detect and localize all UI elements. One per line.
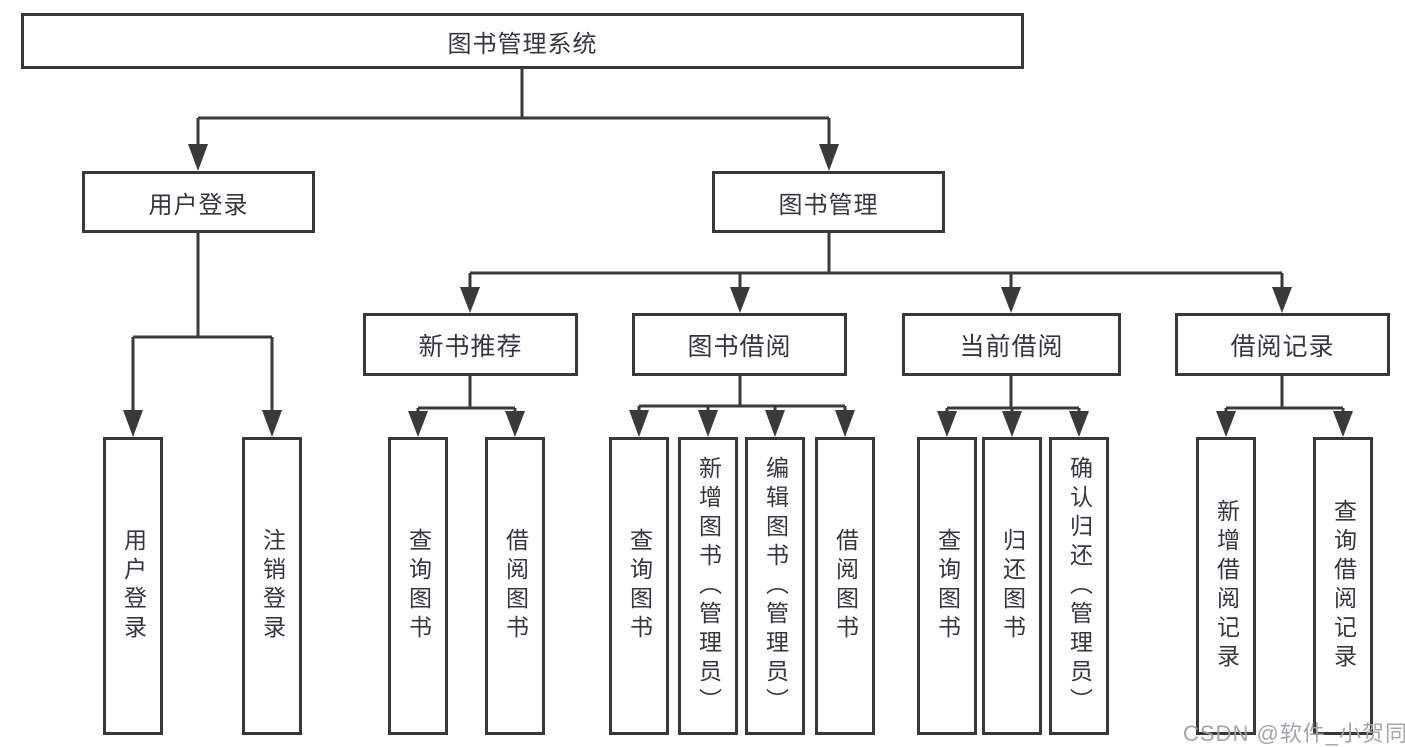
leaf-logout-login-label: 注销登录	[259, 528, 286, 644]
arrow-down-icon	[835, 410, 855, 437]
arrow-down-icon	[188, 144, 208, 171]
node-book-mgmt: 图书管理	[712, 171, 945, 233]
arrow-down-icon	[262, 410, 282, 437]
connector-user-login-to-children	[123, 233, 282, 437]
leaf-current-confirm-return-admin: 确认归还（管理员）	[1049, 437, 1109, 735]
node-new-book-rec: 新书推荐	[363, 313, 578, 376]
arrow-down-icon	[1002, 411, 1022, 437]
leaf-current-query-books: 查询图书	[917, 437, 977, 735]
node-borrow-record-label: 借阅记录	[1230, 332, 1335, 361]
connector-book-borrow-to-children	[629, 376, 855, 437]
leaf-borrow-edit-books-admin: 编辑图书（管理员）	[745, 437, 805, 735]
leaf-rec-borrow-books: 借阅图书	[485, 437, 545, 735]
arrow-down-icon	[1069, 411, 1089, 437]
arrow-down-icon	[629, 410, 649, 437]
arrow-down-icon	[730, 287, 750, 313]
node-book-mgmt-label: 图书管理	[778, 191, 879, 219]
leaf-record-add-borrow-record: 新增借阅记录	[1196, 437, 1256, 735]
arrow-down-icon	[765, 410, 785, 437]
leaf-logout-login: 注销登录	[242, 437, 302, 735]
leaf-borrow-add-books-admin-label: 新增图书（管理员）	[695, 455, 722, 717]
node-new-book-rec-label: 新书推荐	[418, 332, 523, 361]
arrow-down-icon	[1216, 411, 1236, 437]
leaf-borrow-add-books-admin: 新增图书（管理员）	[678, 437, 738, 735]
leaf-borrow-query-books: 查询图书	[609, 437, 669, 735]
arrow-down-icon	[505, 411, 525, 437]
leaf-rec-query-books: 查询图书	[388, 437, 448, 735]
leaf-record-query-borrow-record: 查询借阅记录	[1313, 437, 1373, 735]
node-user-login-label: 用户登录	[148, 191, 249, 219]
leaf-rec-borrow-books-label: 借阅图书	[502, 528, 529, 644]
leaf-record-query-borrow-record-label: 查询借阅记录	[1330, 499, 1357, 673]
leaf-current-return-books-label: 归还图书	[999, 528, 1026, 644]
leaf-current-query-books-label: 查询图书	[934, 528, 961, 644]
leaf-borrow-query-books-label: 查询图书	[626, 528, 653, 644]
leaf-record-add-borrow-record-label: 新增借阅记录	[1213, 499, 1240, 673]
arrow-down-icon	[937, 411, 957, 437]
leaf-borrow-borrow-books: 借阅图书	[815, 437, 875, 735]
leaf-user-login-label: 用户登录	[120, 528, 147, 644]
arrow-down-icon	[1333, 411, 1353, 437]
arrow-down-icon	[460, 287, 480, 313]
leaf-rec-query-books-label: 查询图书	[405, 528, 432, 644]
arrow-down-icon	[1272, 287, 1292, 313]
node-borrow-record: 借阅记录	[1175, 313, 1390, 376]
node-root: 图书管理系统	[21, 13, 1024, 69]
arrow-down-icon	[408, 411, 428, 437]
node-book-borrow: 图书借阅	[632, 313, 847, 376]
arrow-down-icon	[819, 144, 839, 171]
connector-current-borrow-to-children	[937, 376, 1089, 437]
arrow-down-icon	[1001, 287, 1021, 313]
arrow-down-icon	[698, 410, 718, 437]
node-current-borrow-label: 当前借阅	[959, 332, 1064, 361]
leaf-borrow-borrow-books-label: 借阅图书	[832, 528, 859, 644]
leaf-borrow-edit-books-admin-label: 编辑图书（管理员）	[762, 455, 789, 717]
node-root-label: 图书管理系统	[447, 30, 598, 58]
node-book-borrow-label: 图书借阅	[687, 332, 792, 361]
arrow-down-icon	[123, 410, 143, 437]
connector-new-book-rec-to-children	[408, 376, 525, 437]
leaf-current-confirm-return-admin-label: 确认归还（管理员）	[1066, 455, 1093, 717]
leaf-user-login: 用户登录	[103, 437, 163, 735]
connector-root-to-level2	[188, 69, 839, 171]
node-user-login: 用户登录	[82, 171, 315, 233]
leaf-current-return-books: 归还图书	[982, 437, 1042, 735]
csdn-watermark: CSDN @软件_小贺同学	[1183, 721, 1405, 746]
connector-borrow-record-to-children	[1216, 376, 1353, 437]
node-current-borrow: 当前借阅	[902, 313, 1121, 376]
connector-book-mgmt-to-sections	[460, 233, 1292, 313]
